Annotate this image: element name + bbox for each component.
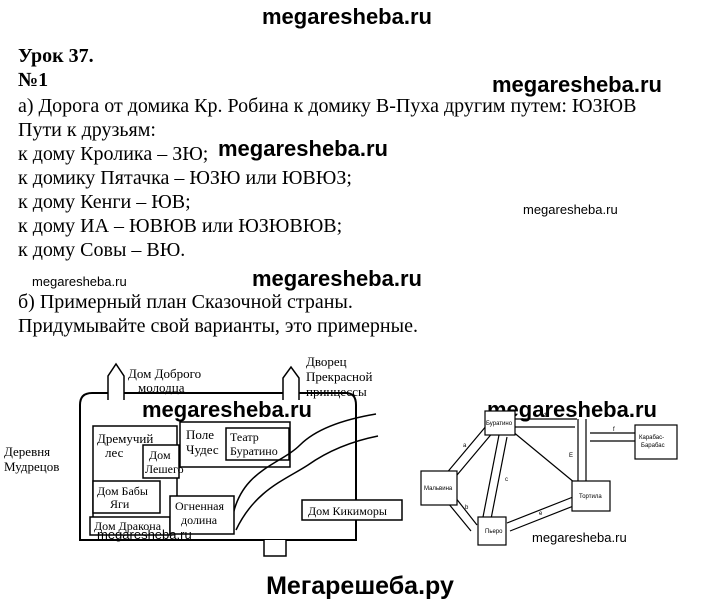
node-tortila [571, 480, 611, 512]
path-piglet: к домику Пятачка – ЮЗЮ или ЮВЮЗ; [18, 167, 352, 189]
yaga-box [92, 480, 161, 514]
watermark: megaresheba.ru [218, 136, 388, 161]
path-eeyore: к дому ИА – ЮВЮВ или ЮЗЮВЮВ; [18, 215, 343, 237]
watermark: megaresheba.ru [32, 274, 127, 289]
edge-a [444, 424, 495, 482]
watermark: megaresheba.ru [252, 266, 422, 291]
theatre-box [225, 427, 290, 461]
road-upper [231, 413, 377, 521]
label-pierrot: Пьеро [485, 529, 503, 535]
label-buratino: Буратино [486, 421, 513, 427]
node-malvina [420, 470, 458, 506]
label-tortila: Тортила [579, 494, 602, 500]
site-header: megaresheba.ru [262, 4, 432, 29]
watermark: megaresheba.ru [142, 397, 312, 422]
label-kikimora: Дом Кикиморы [308, 504, 387, 518]
edge-label-E: E [569, 453, 573, 459]
edge-label-c: c [505, 477, 508, 483]
edge-d [513, 418, 577, 428]
edge-label-e: e [539, 511, 543, 517]
edge-b [447, 496, 478, 532]
road-lower [235, 435, 379, 531]
node-pierrot [477, 516, 507, 546]
characters-graph: Буратино Мальвина Пьеро Тортила Карабас-… [420, 410, 678, 546]
watermark: megaresheba.ru [97, 527, 192, 542]
watermark: megaresheba.ru [492, 72, 662, 97]
edge-e [506, 496, 577, 532]
part-b-note: Придумывайте свой варианты, это примерны… [18, 315, 418, 337]
edge-E [577, 419, 587, 481]
path-kanga: к дому Кенги – ЮВ; [18, 191, 191, 213]
tower-palace [282, 365, 300, 400]
part-a-text: а) Дорога от домика Кр. Робина к домику … [18, 95, 637, 117]
path-rabbit: к дому Кролика – ЗЮ; [18, 143, 209, 165]
lesson-title: Урок 37. [18, 45, 94, 67]
edge-c [482, 434, 508, 520]
tower-good-youth [107, 362, 125, 400]
part-b-text: б) Примерный план Сказочной страны. [18, 291, 353, 313]
task-number: №1 [18, 69, 49, 91]
edge-buratino-tortila [511, 430, 576, 484]
path-owl: к дому Совы – ВЮ. [18, 239, 186, 261]
leshy-box [142, 444, 180, 479]
field-box [179, 421, 291, 468]
fire-valley-box [169, 495, 235, 535]
label-karabas: Карабас-Барабас [639, 435, 665, 449]
edge-label-b: b [465, 505, 469, 511]
node-karabas [634, 424, 678, 460]
label-dragon: Дом Дракона [94, 519, 162, 533]
paths-intro: Пути к друзьям: [18, 119, 156, 141]
kikimora-box [301, 499, 403, 521]
edge-label-a: a [463, 443, 467, 449]
gate [263, 540, 287, 557]
label-malvina: Мальвина [424, 486, 453, 492]
footer-brand: Мегарешеба.ру [266, 572, 454, 600]
edge-label-f: f [613, 427, 615, 433]
land-border [79, 392, 357, 541]
edge-label-d: d [543, 413, 546, 419]
node-buratino [484, 410, 516, 436]
watermark: megaresheba.ru [523, 202, 618, 217]
edge-f [590, 432, 635, 442]
watermark: megaresheba.ru [532, 530, 627, 545]
